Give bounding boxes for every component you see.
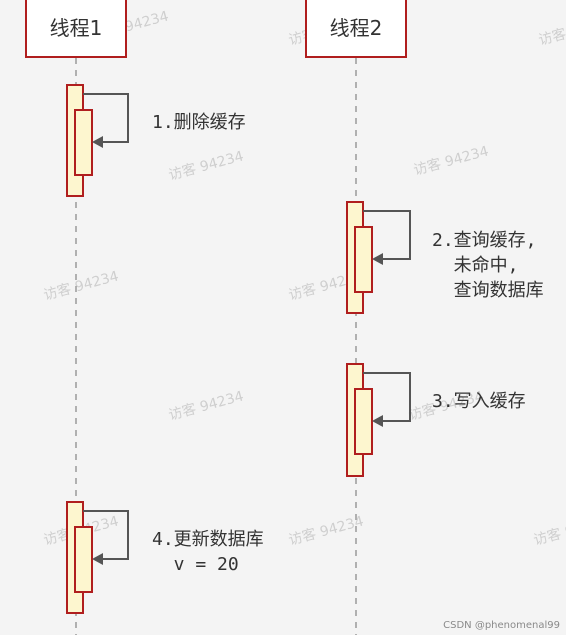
self-message-arrow (83, 93, 129, 143)
participant-thread-1 (25, 0, 127, 58)
self-message-arrow (363, 372, 411, 422)
step-4-label-line-1: 4.更新数据库 (152, 529, 264, 550)
step-3-label-line-1: 3.写入缓存 (432, 391, 526, 412)
step-1-label-line-1: 1.删除缓存 (152, 112, 246, 133)
step-2-label-line-2: 未命中, (432, 255, 519, 276)
arrow-head-icon (92, 136, 103, 148)
arrow-head-icon (92, 553, 103, 565)
step-4: 4.更新数据库 v = 20 (66, 501, 264, 614)
step-2-label-line-3: 查询数据库 (432, 280, 544, 301)
activation-inner (74, 526, 93, 593)
watermark-text: 访客 94234 (167, 387, 246, 423)
activation-inner (354, 226, 373, 293)
watermark-text: 访客 94234 (42, 267, 121, 303)
step-2: 2.查询缓存, 未命中, 查询数据库 (346, 201, 544, 314)
watermark-text: 访客 94234 (167, 147, 246, 183)
credit-text: CSDN @phenomenal99 (443, 620, 560, 631)
watermark-layer: 访客 94234 访客 94234 访客 94234 访客 94234 访客 94234… (42, 7, 566, 548)
step-3: 3.写入缓存 (346, 363, 526, 477)
watermark-text: 访客 94234 (537, 12, 566, 48)
arrow-head-icon (372, 415, 383, 427)
self-message-arrow (83, 510, 129, 560)
step-2-label-line-1: 2.查询缓存, (432, 230, 537, 251)
activation-inner (74, 109, 93, 176)
watermark-text: 访客 94234 (412, 142, 491, 178)
watermark-text: 访客 94234 (287, 512, 366, 548)
self-message-arrow (363, 210, 411, 260)
participant-thread-2 (305, 0, 407, 58)
participant-thread-1-label: 线程1 (50, 16, 103, 40)
step-1: 1.删除缓存 (66, 84, 246, 197)
participant-thread-2-label: 线程2 (330, 16, 383, 40)
arrow-head-icon (372, 253, 383, 265)
activation-inner (354, 388, 373, 455)
watermark-text: 访客 94234 (532, 512, 566, 548)
step-4-label-line-2: v = 20 (152, 554, 239, 575)
